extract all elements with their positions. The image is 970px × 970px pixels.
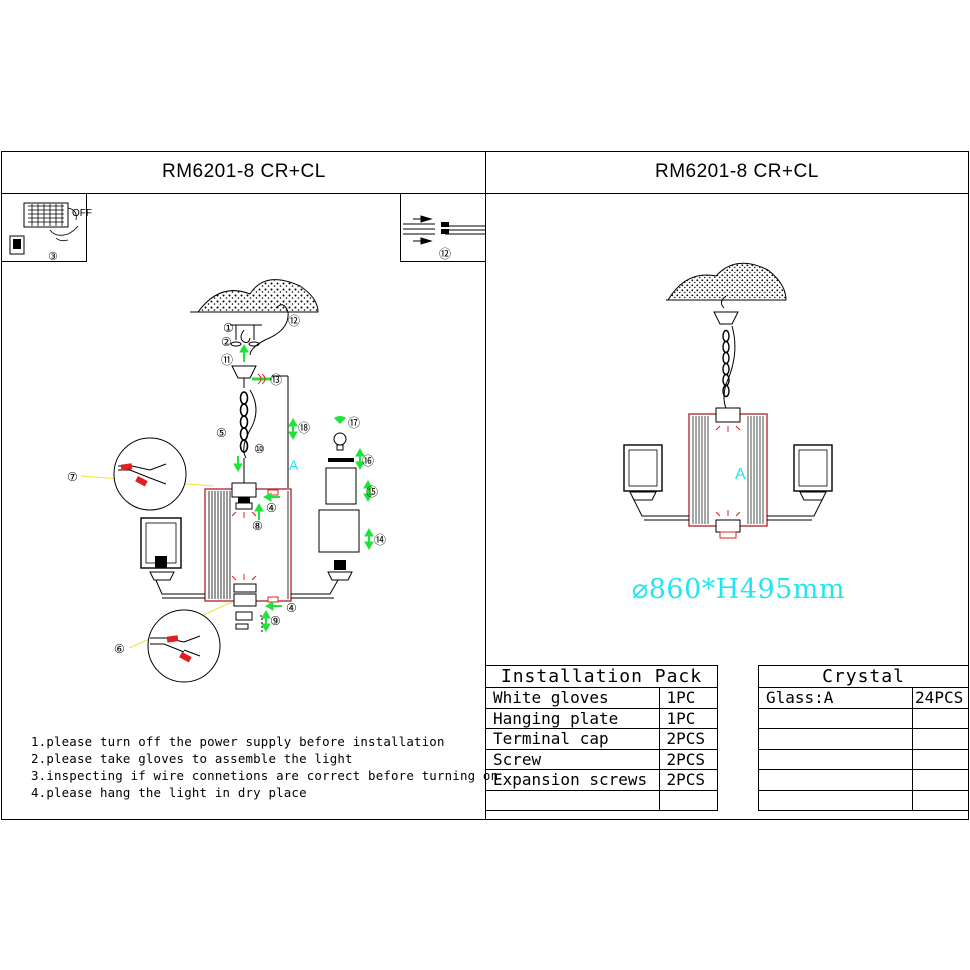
right-panel-title: RM6201-8 CR+CL	[655, 161, 819, 182]
pack-item: Screw	[485, 748, 660, 770]
dimension-label: ⌀860*H495mm	[632, 574, 846, 605]
pack-qty: 2PCS	[658, 728, 718, 750]
table-row	[757, 748, 969, 770]
part-12-label: ⑫	[288, 314, 300, 328]
pack-qty: 1PC	[658, 707, 718, 729]
pack-item: Terminal cap	[485, 728, 660, 750]
crystal-qty	[912, 748, 969, 770]
crystal-item	[757, 769, 914, 791]
crystal-qty	[912, 707, 969, 729]
part-6-label: ⑥	[114, 642, 125, 656]
crystal-item	[757, 728, 914, 750]
part-13-label: ⑬	[270, 373, 282, 387]
wire-connector-inset: ⑫	[400, 193, 486, 262]
part-4b-label: ④	[286, 601, 297, 615]
part-1-label: ①	[223, 321, 234, 335]
part-11-label: ⑪	[221, 353, 233, 367]
crystal-item	[757, 748, 914, 770]
table-row	[757, 707, 969, 729]
part-5-label: ⑤	[216, 426, 227, 440]
pack-item: Hanging plate	[485, 707, 660, 729]
part-17-label: ⑰	[348, 416, 360, 430]
part-14-label: ⑭	[374, 533, 386, 547]
part-15-label: ⑮	[366, 485, 378, 499]
wire-connector-illustration: ⑫	[403, 215, 485, 261]
switch-off-text: OFF	[72, 208, 92, 219]
power-off-inset: OFF ③	[1, 193, 92, 263]
pack-item: White gloves	[485, 687, 660, 709]
assembled-fixture-drawing: A	[623, 262, 833, 539]
glass-a-label-left: A	[289, 457, 299, 473]
pack-qty: 2PCS	[658, 769, 718, 791]
table-row	[757, 728, 969, 750]
installation-notes: 1.please turn off the power supply befor…	[31, 733, 498, 801]
panel-divider	[485, 151, 486, 820]
crystal-qty	[912, 728, 969, 750]
note-2: 2.please take gloves to assemble the lig…	[31, 751, 353, 766]
part-2-label: ②	[221, 335, 232, 349]
pack-qty: 1PC	[658, 687, 718, 709]
part-7-label: ⑦	[67, 470, 78, 484]
connector-12-label: ⑫	[439, 247, 451, 261]
part-10-label: ⑩	[254, 442, 265, 456]
part-16-label: ⑯	[362, 454, 374, 468]
left-panel-title: RM6201-8 CR+CL	[162, 161, 326, 182]
pack-item: Expansion screws	[485, 769, 660, 791]
pack-qty	[658, 789, 718, 811]
crystal-header: Crystal	[758, 665, 969, 688]
crystal-qty: 24PCS	[912, 687, 969, 709]
note-4: 4.please hang the light in dry place	[31, 785, 307, 800]
crystal-item: Glass:A	[757, 687, 914, 709]
part-9-label: ⑨	[270, 614, 281, 628]
glass-a-label-right: A	[735, 466, 746, 483]
crystal-qty	[912, 769, 969, 791]
pack-qty: 2PCS	[658, 748, 718, 770]
step-3-label: ③	[48, 251, 58, 263]
crystal-item	[757, 707, 914, 729]
installation-pack-header: Installation Pack	[485, 665, 718, 688]
table-row	[485, 789, 718, 811]
ceiling-left	[197, 279, 319, 313]
table-row	[757, 789, 969, 811]
crystal-item	[757, 789, 914, 811]
note-3: 3.inspecting if wire connetions are corr…	[31, 768, 499, 783]
pack-item	[485, 789, 660, 811]
table-row	[757, 769, 969, 791]
part-8-label: ⑧	[252, 519, 263, 533]
crystal-qty	[912, 789, 969, 811]
note-1: 1.please turn off the power supply befor…	[31, 734, 445, 749]
part-18-label: ⑱	[298, 421, 310, 435]
power-off-illustration: OFF ③	[9, 202, 92, 263]
part-4a-label: ④	[266, 501, 277, 515]
